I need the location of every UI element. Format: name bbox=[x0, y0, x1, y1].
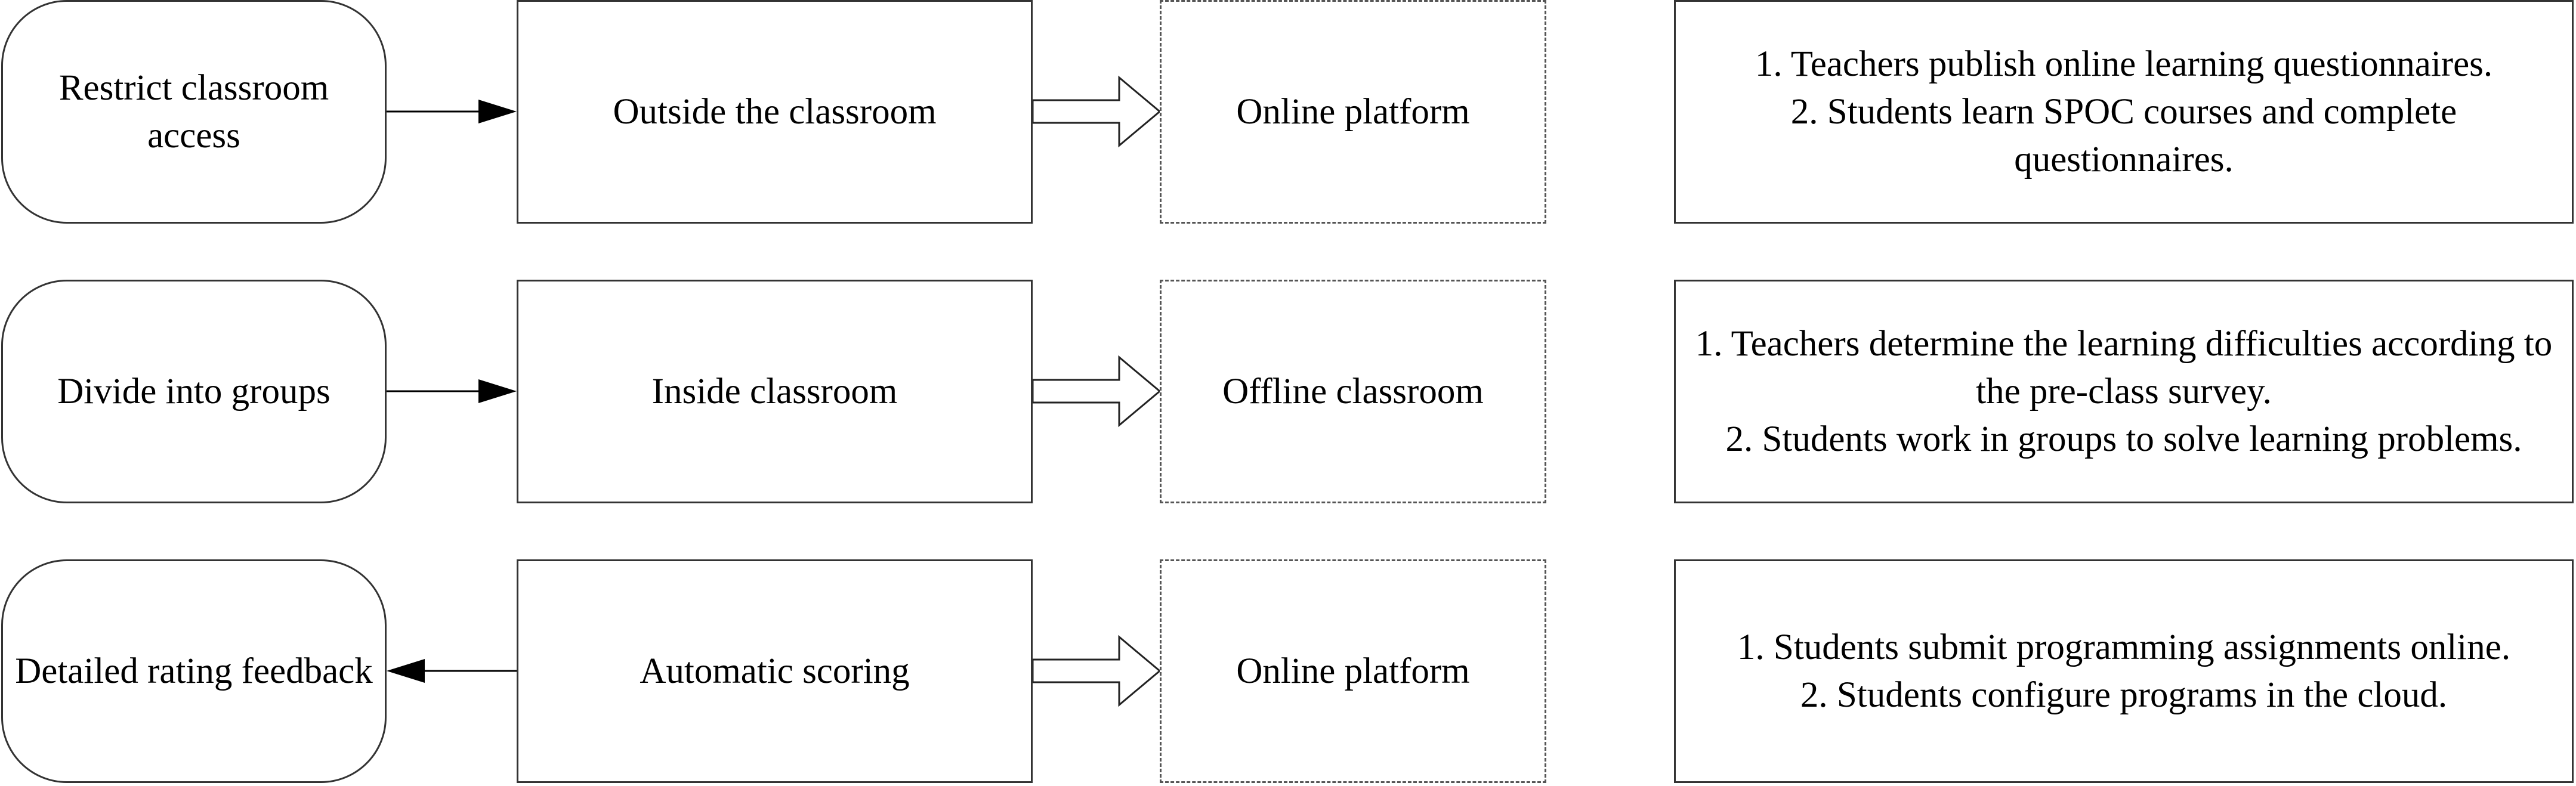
row-2-hollow-arrow bbox=[1031, 355, 1162, 428]
row-2-setting-label: Inside classroom bbox=[651, 371, 898, 411]
row-1-detail-2: 2. Students learn SPOC courses and compl… bbox=[1790, 91, 2457, 180]
flow-row-1: Restrict classroom access Outside the cl… bbox=[0, 0, 2576, 227]
row-2-platform-box: Offline classroom bbox=[1160, 280, 1546, 503]
row-2-arrowhead-right bbox=[478, 379, 517, 403]
row-3-action-label: Detailed rating feedback bbox=[15, 651, 373, 691]
row-3-platform-label: Online platform bbox=[1236, 651, 1470, 691]
row-1-hollow-arrow bbox=[1031, 75, 1162, 148]
row-1-setting-box: Outside the classroom bbox=[517, 0, 1033, 224]
row-3-details-box: 1. Students submit programming assignmen… bbox=[1674, 559, 2574, 783]
row-3-arrowhead-left bbox=[387, 659, 425, 683]
row-3-setting-label: Automatic scoring bbox=[640, 651, 910, 691]
row-2-action-pill: Divide into groups bbox=[1, 280, 387, 503]
row-1-details-box: 1. Teachers publish online learning ques… bbox=[1674, 0, 2574, 224]
row-2-detail-1: 1. Teachers determine the learning diffi… bbox=[1695, 323, 2553, 411]
row-3-action-pill: Detailed rating feedback bbox=[1, 559, 387, 783]
row-1-setting-label: Outside the classroom bbox=[613, 91, 937, 132]
row-3-platform-box: Online platform bbox=[1160, 559, 1546, 783]
flow-row-2: Divide into groups Inside classroom Offl… bbox=[0, 280, 2576, 506]
row-3-setting-box: Automatic scoring bbox=[517, 559, 1033, 783]
row-2-action-label: Divide into groups bbox=[57, 371, 331, 411]
row-2-setting-box: Inside classroom bbox=[517, 280, 1033, 503]
row-1-platform-box: Online platform bbox=[1160, 0, 1546, 224]
row-1-platform-label: Online platform bbox=[1236, 91, 1470, 132]
row-3-detail-1: 1. Students submit programming assignmen… bbox=[1737, 627, 2511, 667]
row-2-detail-2: 2. Students work in groups to solve lear… bbox=[1725, 419, 2522, 459]
row-1-action-label: Restrict classroom access bbox=[58, 67, 329, 156]
row-2-details-box: 1. Teachers determine the learning diffi… bbox=[1674, 280, 2574, 503]
flow-row-3: Detailed rating feedback Automatic scori… bbox=[0, 559, 2576, 786]
row-1-arrowhead-right bbox=[478, 100, 517, 123]
row-1-action-pill: Restrict classroom access bbox=[1, 0, 387, 224]
row-3-hollow-arrow bbox=[1031, 635, 1162, 707]
row-3-detail-2: 2. Students configure programs in the cl… bbox=[1800, 674, 2448, 715]
row-2-platform-label: Offline classroom bbox=[1222, 371, 1484, 411]
row-1-detail-1: 1. Teachers publish online learning ques… bbox=[1755, 44, 2493, 84]
